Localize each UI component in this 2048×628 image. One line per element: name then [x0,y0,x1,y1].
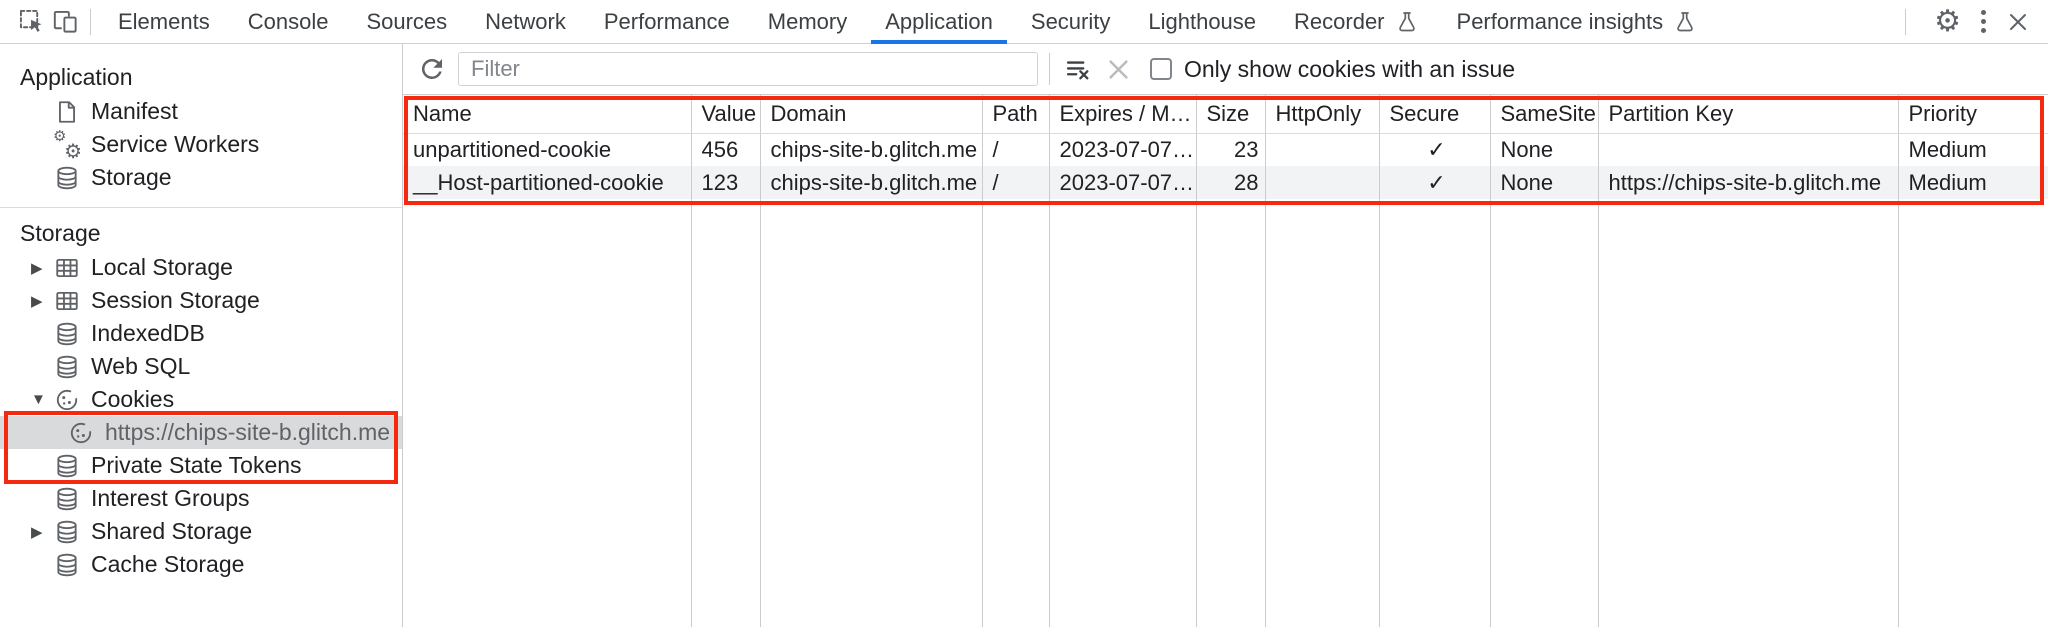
column-header-priority[interactable]: Priority [1898,95,2048,134]
storage-grid-icon [53,287,81,315]
experiment-flask-icon [1395,10,1419,34]
cookies-table-area: Name Value Domain Path Expires / M… Size… [403,95,2048,627]
database-icon [53,452,81,480]
tab-memory[interactable]: Memory [767,8,848,34]
section-header-storage: Storage [20,220,101,246]
devtools-controls: ⚙ [1897,4,2048,38]
column-header-size[interactable]: Size [1196,95,1266,134]
column-header-expires[interactable]: Expires / M… [1049,95,1197,134]
column-header-name[interactable]: Name [403,95,692,134]
tab-performance[interactable]: Performance [603,8,730,34]
secure-checkmark[interactable]: ✓ [1379,166,1491,199]
sidebar-item-web-sql[interactable]: Web SQL [0,350,402,383]
database-icon [53,320,81,348]
sidebar-item-local-storage[interactable]: ▶ Local Storage [31,254,233,282]
toolbar-divider [1905,8,1907,35]
sidebar-item-cookies-origin[interactable]: https://chips-site-b.glitch.me [0,416,402,449]
cookie-icon [53,386,81,414]
tab-performance-insights[interactable]: Performance insights [1438,0,1717,44]
inspect-element-icon[interactable] [14,5,48,39]
more-options-icon[interactable] [1981,10,1986,33]
clear-all-cookies-icon[interactable] [1061,52,1095,86]
storage-grid-icon [53,254,81,282]
toolbar-divider [1049,53,1050,85]
cookies-toolbar: Only show cookies with an issue [403,44,2048,95]
device-toolbar-icon[interactable] [48,5,82,39]
expander-open-icon[interactable]: ▼ [31,391,46,408]
devtools-tabs: Elements Console Sources Network Perform… [99,0,1716,44]
database-icon [53,518,81,546]
sidebar-item-cookies[interactable]: ▼ Cookies [31,386,175,414]
column-header-value[interactable]: Value [691,95,761,134]
manifest-file-icon [53,98,81,126]
cookies-panel: Only show cookies with an issue Name Val… [403,44,2048,627]
refresh-icon[interactable] [415,52,449,86]
expander-closed-icon[interactable]: ▶ [31,292,43,310]
column-header-partition-key[interactable]: Partition Key [1598,95,1899,134]
secure-checkmark[interactable]: ✓ [1379,133,1491,166]
section-header-application: Application [20,64,133,90]
settings-gear-icon[interactable]: ⚙ [1934,4,1961,38]
column-header-samesite[interactable]: SameSite [1490,95,1599,134]
sidebar-item-manifest[interactable]: Manifest [0,95,402,128]
devtools-tab-bar: Elements Console Sources Network Perform… [0,0,2048,44]
sidebar-item-cache-storage[interactable]: Cache Storage [0,548,402,581]
sidebar-item-session-storage[interactable]: ▶ Session Storage [31,287,260,315]
database-icon [53,164,81,192]
column-header-httponly[interactable]: HttpOnly [1265,95,1380,134]
expander-closed-icon[interactable]: ▶ [31,523,43,541]
tab-security[interactable]: Security [1030,8,1111,34]
tab-elements[interactable]: Elements [118,8,210,34]
sidebar-item-service-workers[interactable]: ⚙⚙ Service Workers [53,127,260,163]
column-header-path[interactable]: Path [982,95,1050,134]
toolbar-divider [90,8,91,35]
sidebar-section-divider [0,207,402,208]
cookie-row-host-partitioned[interactable]: __Host-partitioned-cookie 123 chips-site… [403,166,2048,199]
database-icon [53,353,81,381]
sidebar-item-shared-storage[interactable]: ▶ Shared Storage [31,518,253,546]
tab-sources[interactable]: Sources [366,8,448,34]
close-devtools-icon[interactable] [2006,10,2030,34]
expander-closed-icon[interactable]: ▶ [31,259,43,277]
sidebar-item-private-state-tokens[interactable]: Private State Tokens [0,449,402,482]
only-issue-checkbox[interactable] [1150,58,1172,80]
filter-input[interactable] [458,52,1038,86]
column-header-domain[interactable]: Domain [760,95,983,134]
only-issue-label: Only show cookies with an issue [1184,55,1516,82]
application-panel-sidebar: Application Manifest ⚙⚙ Service Workers [0,44,403,627]
experiment-flask-icon [1673,10,1697,34]
tab-console[interactable]: Console [247,8,329,34]
tab-recorder[interactable]: Recorder [1275,0,1437,44]
table-empty-filler [403,199,2048,627]
sidebar-item-interest-groups[interactable]: Interest Groups [0,482,402,515]
tab-lighthouse[interactable]: Lighthouse [1148,8,1257,34]
tab-application[interactable]: Application [866,0,1012,44]
sidebar-item-storage[interactable]: Storage [0,161,402,194]
database-icon [53,485,81,513]
cookies-table: Name Value Domain Path Expires / M… Size… [403,95,2048,627]
clear-filter-icon-disabled[interactable] [1101,52,1135,86]
cookie-row-unpartitioned[interactable]: unpartitioned-cookie 456 chips-site-b.gl… [403,133,2048,166]
tab-network[interactable]: Network [485,8,566,34]
column-header-secure[interactable]: Secure [1379,95,1491,134]
sidebar-item-indexeddb[interactable]: IndexedDB [0,317,402,350]
table-header-row: Name Value Domain Path Expires / M… Size… [403,95,2048,134]
service-workers-gears-icon: ⚙⚙ [53,127,82,163]
cookie-icon [67,419,95,447]
database-icon [53,551,81,579]
